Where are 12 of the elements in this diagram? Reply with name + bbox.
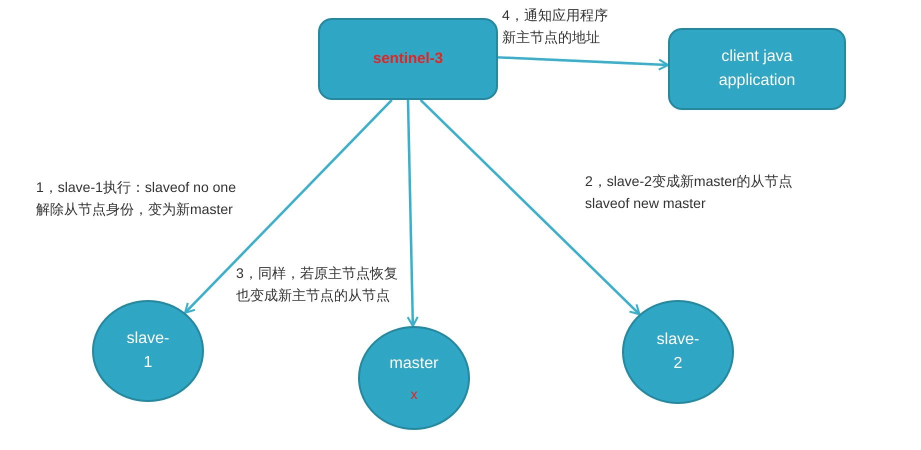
arrow — [498, 56, 669, 71]
node-label: slave-2 — [656, 330, 700, 374]
node-label: client java application — [718, 47, 796, 91]
node-label: sentinel-3 — [372, 48, 444, 69]
node-box — [318, 18, 498, 100]
failure-mark: x — [410, 384, 418, 404]
node-label: master — [388, 354, 440, 374]
arrow — [420, 99, 640, 316]
node-box — [668, 28, 846, 110]
arrow — [406, 100, 419, 327]
node-label: slave-1 — [126, 329, 170, 373]
arrow — [184, 99, 393, 314]
